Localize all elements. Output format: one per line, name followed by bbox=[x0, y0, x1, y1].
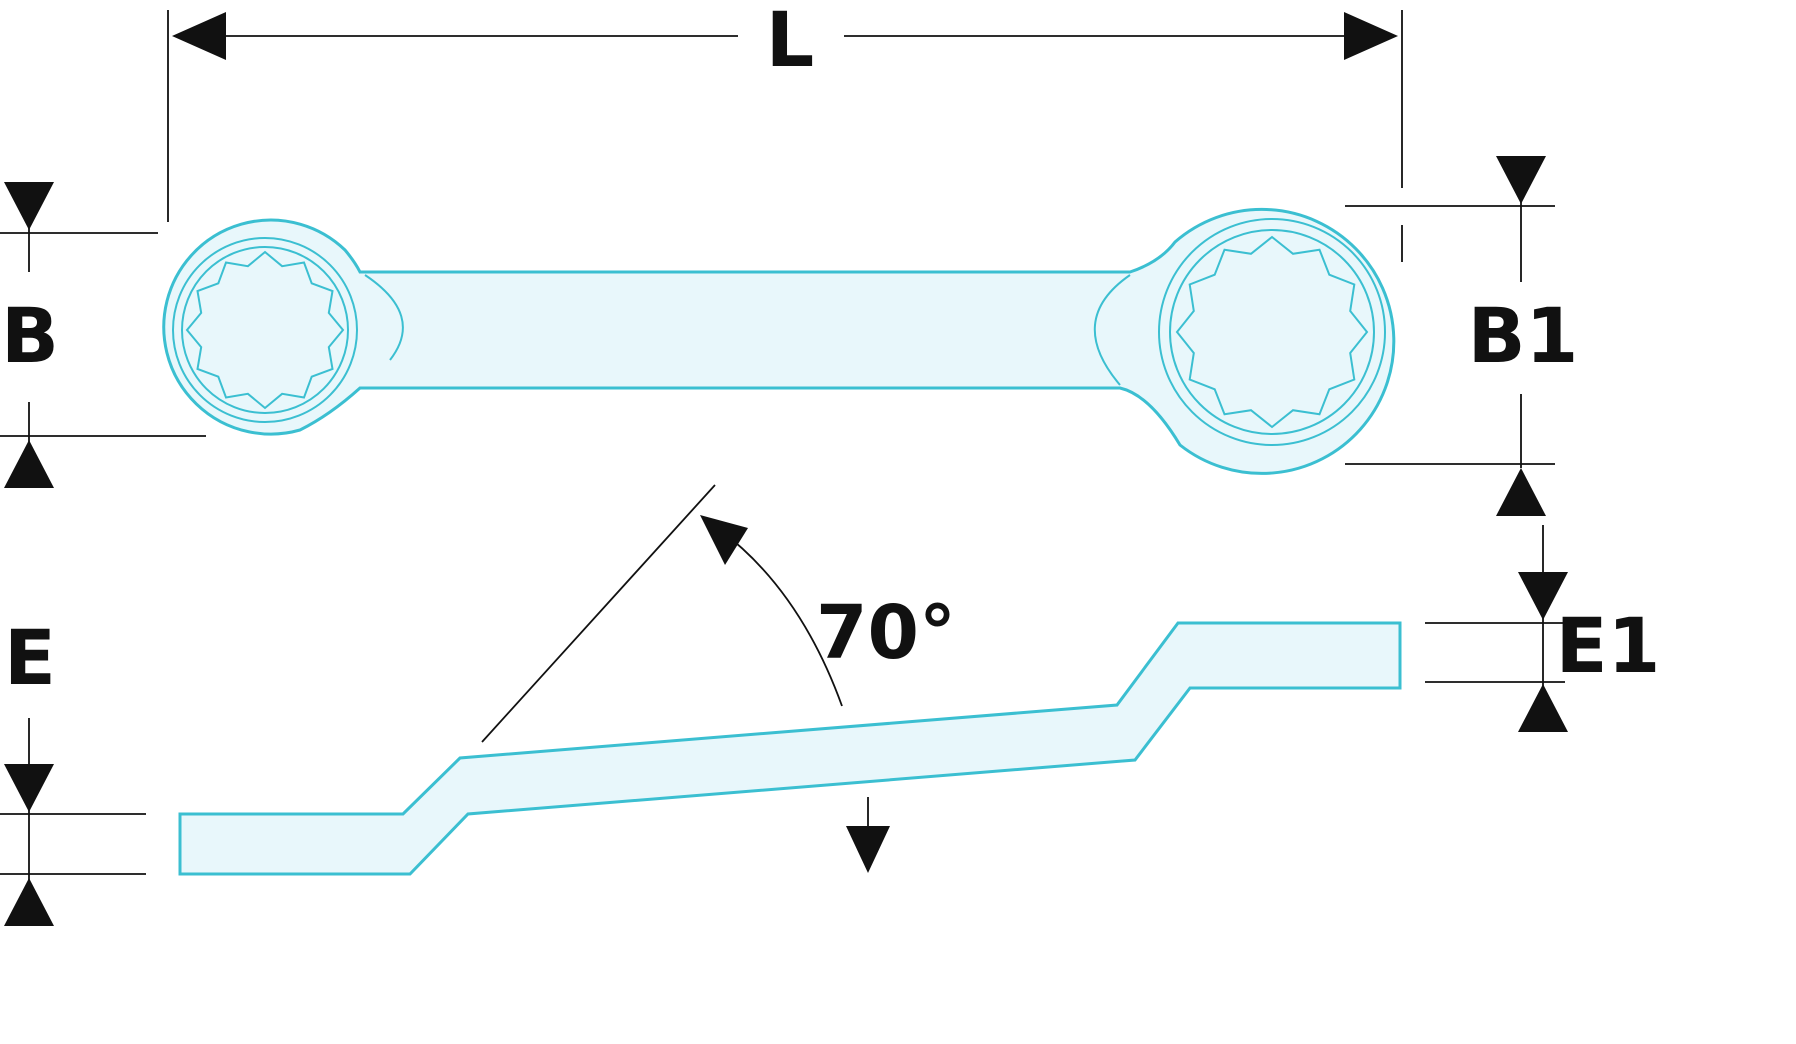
wrench-top-body bbox=[162, 207, 1396, 475]
label-L: L bbox=[766, 0, 814, 84]
right-shoulder-curve bbox=[1093, 274, 1131, 386]
wrench-side-profile bbox=[178, 621, 1402, 876]
left-head-outer-ring bbox=[172, 237, 358, 423]
right-12-point-opening bbox=[1175, 235, 1369, 429]
dimension-B1: B1 bbox=[1345, 156, 1578, 516]
dimension-L: L bbox=[167, 0, 1403, 262]
left-head-inner-ring bbox=[181, 246, 349, 414]
right-head-outer-ring bbox=[1158, 218, 1386, 446]
wrench-top-view bbox=[162, 207, 1396, 475]
left-shoulder-curve bbox=[364, 274, 404, 361]
label-E1: E1 bbox=[1556, 601, 1661, 690]
dimension-E: E bbox=[0, 613, 146, 926]
dimension-E1: E1 bbox=[1425, 525, 1660, 732]
label-B1: B1 bbox=[1468, 291, 1579, 380]
angle-indicator: 70° bbox=[481, 484, 956, 873]
dimension-B: B bbox=[0, 182, 206, 488]
label-B: B bbox=[1, 291, 59, 380]
right-head-inner-ring bbox=[1169, 229, 1375, 435]
label-E: E bbox=[4, 613, 56, 702]
wrench-side-view bbox=[178, 621, 1402, 876]
label-angle: 70° bbox=[816, 590, 956, 676]
left-12-point-opening bbox=[185, 250, 345, 410]
